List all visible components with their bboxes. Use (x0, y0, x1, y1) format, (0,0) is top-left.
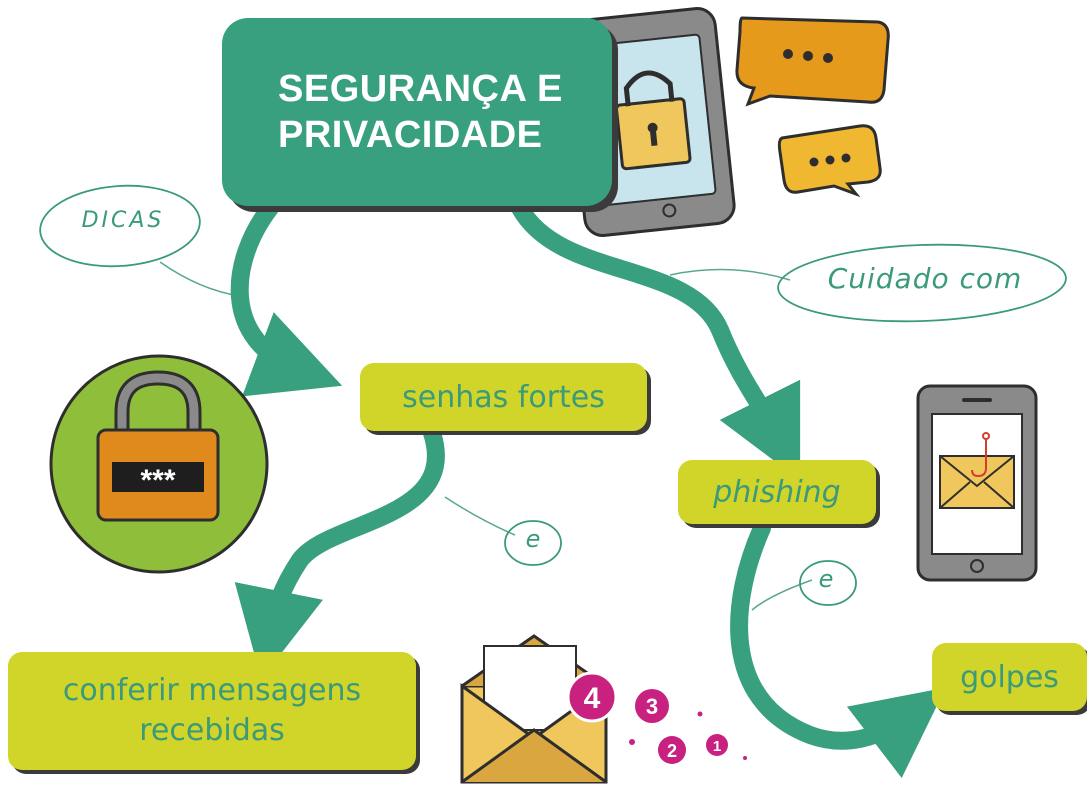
flow-arrows (230, 199, 946, 779)
node-conferir-line-1: conferir mensagens (62, 673, 362, 708)
badge-3: 3 (646, 694, 658, 719)
node-conferir-mensagens: conferir mensagens recebidas (8, 652, 416, 770)
badge-2: 2 (667, 741, 677, 761)
arrow-to-golpes (730, 519, 946, 779)
envelope-icon (460, 634, 608, 784)
chat-bubble-icon (735, 16, 890, 198)
node-senhas-fortes: senhas fortes (360, 363, 647, 431)
badge-4: 4 (584, 682, 601, 715)
title-line-2: PRIVACIDADE (278, 114, 543, 156)
label-e-left: e (525, 525, 541, 553)
node-phishing: phishing (678, 460, 876, 524)
padlock-code: *** (140, 464, 175, 497)
title-line-1: SEGURANÇA E (278, 68, 563, 110)
arrow-to-phishing (511, 199, 801, 481)
notification-badges: 4 3 2 1 (566, 671, 747, 764)
node-golpes: golpes (932, 643, 1087, 711)
label-dicas: DICAS (81, 208, 165, 233)
badge-1: 1 (713, 738, 721, 755)
label-cuidado-com: Cuidado com (827, 262, 1023, 295)
node-conferir-line-2: recebidas (139, 713, 285, 748)
arrow-to-conferir (234, 424, 445, 680)
padlock-icon: *** (49, 354, 269, 574)
title-box: SEGURANÇA E PRIVACIDADE (222, 18, 612, 206)
label-e-right: e (818, 565, 834, 593)
phone-phishing-icon (916, 384, 1038, 582)
hand-ovals (39, 184, 1067, 606)
arrow-to-senhas (230, 199, 343, 397)
